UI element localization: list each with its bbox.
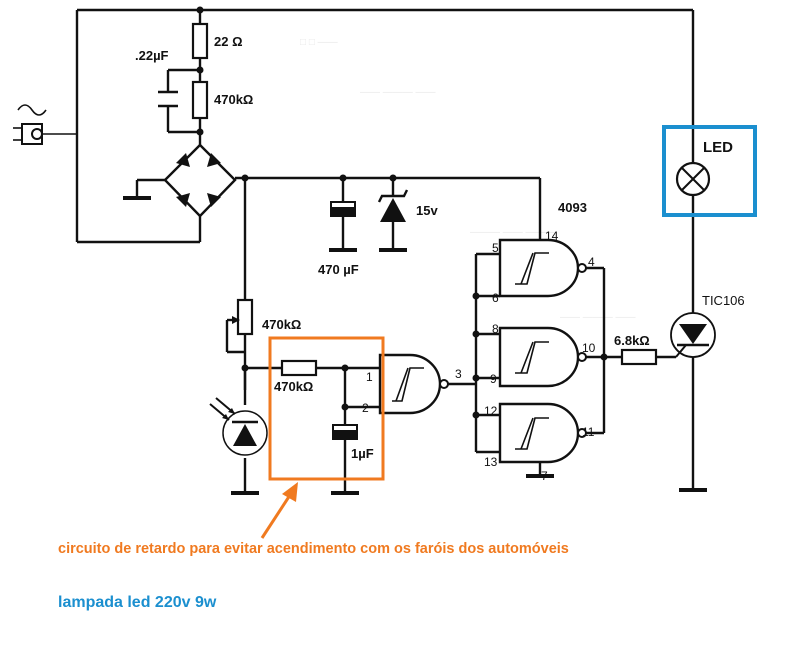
pin-14: 14 <box>545 229 559 243</box>
pin-6: 6 <box>492 291 499 305</box>
nand-gate-4 <box>498 402 587 464</box>
label-r-6k8: 6.8kΩ <box>614 333 650 348</box>
delay-circuit-highlight <box>268 336 385 481</box>
pin-12: 12 <box>484 404 498 418</box>
pin-3: 3 <box>455 367 462 381</box>
pin-1: 1 <box>366 370 373 384</box>
resistor-22ohm <box>191 22 209 60</box>
pin-4: 4 <box>588 255 595 269</box>
svg-text:—— ——— ——: —— ——— —— <box>360 87 436 98</box>
arrow-icon <box>260 482 298 539</box>
nand-gate-1 <box>378 353 449 415</box>
ground-symbols <box>123 196 707 495</box>
pin-9: 9 <box>490 372 497 386</box>
zener-diode <box>377 189 409 222</box>
label-zener-15v: 15v <box>416 203 438 218</box>
led-lamp-note: lampada led 220v 9w <box>58 594 217 611</box>
label-r-470k-top: 470kΩ <box>214 92 253 107</box>
label-r-470k-delay: 470kΩ <box>274 379 313 394</box>
label-cap-470uf: 470 µF <box>318 262 359 277</box>
nand-gate-2 <box>498 238 587 298</box>
label-led: LED <box>703 139 733 156</box>
junctions <box>196 6 608 419</box>
svg-text:—— ——— ——: —— ——— —— <box>560 312 636 323</box>
label-pot-470k: 470kΩ <box>262 317 301 332</box>
led-lamp-highlight <box>662 125 757 217</box>
pin-11: 11 <box>582 425 595 439</box>
ac-plug-icon <box>13 104 77 145</box>
pin-10: 10 <box>582 341 596 355</box>
wires <box>75 8 695 493</box>
pin-2: 2 <box>362 401 369 415</box>
svg-text:——— —— ———: ——— —— ——— <box>470 227 556 238</box>
potentiometer-470k <box>227 298 254 336</box>
capacitor-1uf <box>332 424 358 440</box>
bridge-rectifier <box>163 143 237 218</box>
svg-text:□ □ ——: □ □ —— <box>300 37 338 48</box>
photodiode <box>209 397 268 456</box>
label-cap-022uf: .22µF <box>135 48 169 63</box>
lamp-icon <box>675 161 711 197</box>
background-residue: □ □ —— —— ——— —— ——— —— ——— —— ——— —— <box>300 37 636 323</box>
nand-gate-3 <box>498 326 587 388</box>
capacitor-470uf <box>330 201 356 217</box>
resistor-470k-delay <box>280 359 318 377</box>
label-ic-4093: 4093 <box>558 200 587 215</box>
pin-7: 7 <box>541 469 548 483</box>
capacitor-022uf <box>158 90 178 108</box>
pin-13: 13 <box>484 455 498 469</box>
pin-8: 8 <box>492 322 499 336</box>
pin-5: 5 <box>492 241 499 255</box>
delay-circuit-note: circuito de retardo para evitar acendime… <box>58 541 569 557</box>
resistor-470k-top <box>191 80 209 120</box>
thyristor-tic106 <box>670 312 716 358</box>
label-r-22ohm: 22 Ω <box>214 34 243 49</box>
resistor-6k8 <box>620 348 658 366</box>
label-tic106: TIC106 <box>702 293 745 308</box>
label-cap-1uf: 1µF <box>351 446 374 461</box>
